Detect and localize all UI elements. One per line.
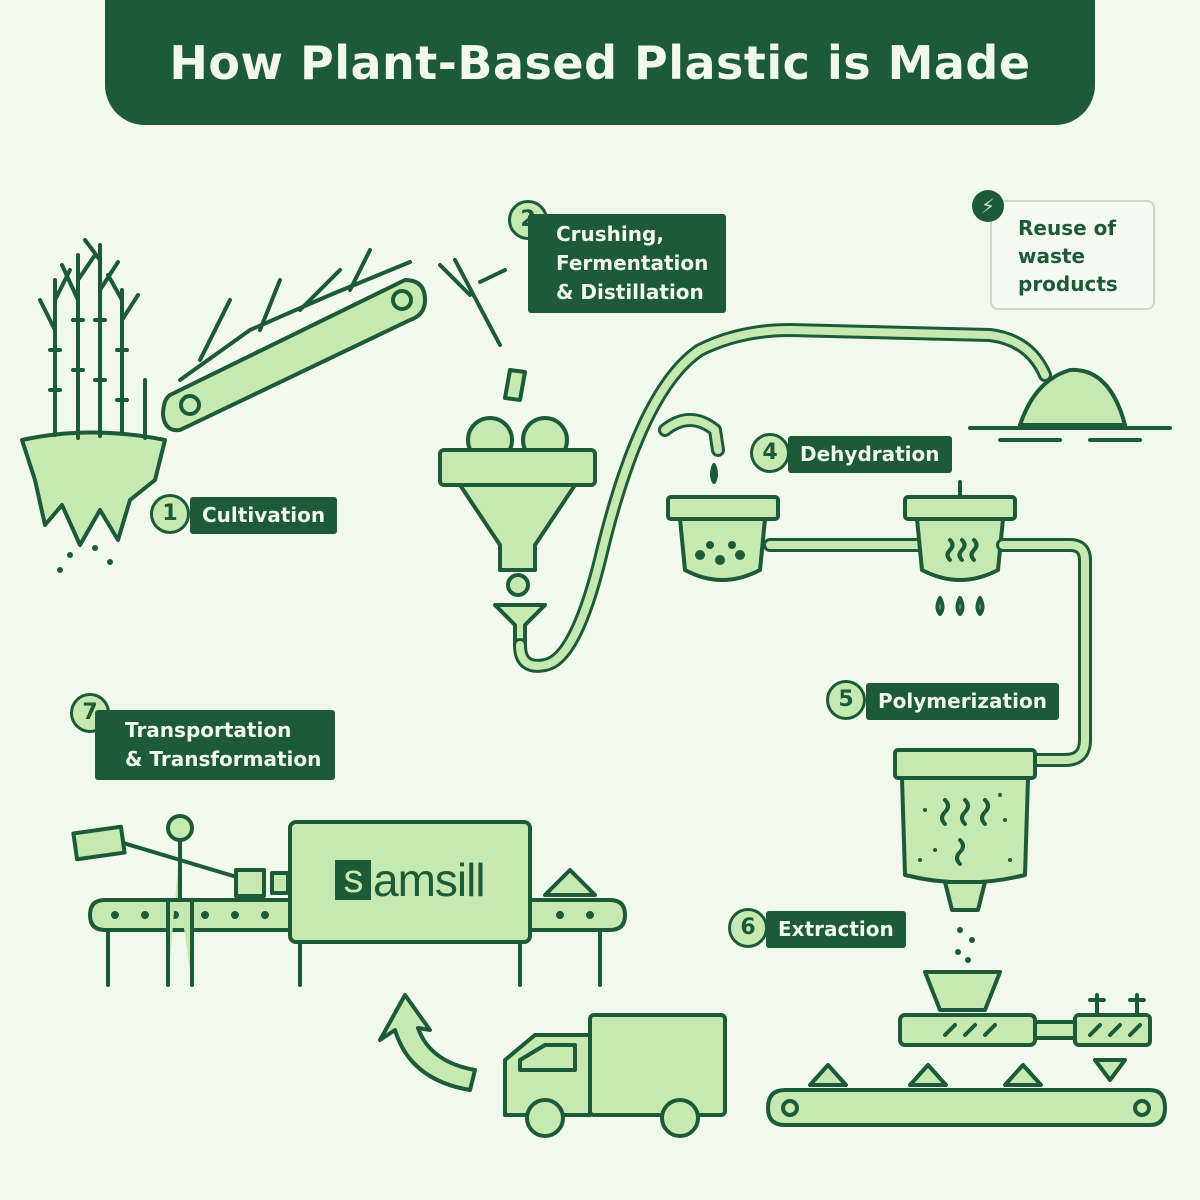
reuse-waste-box: Reuse of waste products: [990, 200, 1155, 310]
brand-logo-name: amsill: [373, 854, 486, 906]
step-4-number: 4: [750, 433, 790, 473]
step-2-label: Crushing, Fermentation & Distillation: [528, 214, 727, 313]
page-title: How Plant-Based Plastic is Made: [169, 35, 1031, 90]
extruder: [898, 970, 1152, 1082]
curved-arrow-icon: [378, 993, 477, 1092]
title-banner: How Plant-Based Plastic is Made: [105, 0, 1095, 125]
transformation-line: [71, 814, 627, 987]
waste-pile: [968, 367, 1172, 442]
brand-logo-letter: s: [335, 859, 371, 900]
step-7-label: Transportation & Transformation: [95, 710, 336, 780]
polymer-pipe: [996, 538, 1092, 767]
delivery-truck: [503, 1013, 727, 1138]
step-5-label: Polymerization: [866, 683, 1059, 720]
pellet-conveyor: [766, 1063, 1167, 1127]
polymerization-silo: [893, 748, 1037, 963]
sugarcane-field: [20, 238, 167, 573]
lightning-bolt-icon: ⚡: [972, 190, 1004, 222]
cane-conveyor: [161, 248, 527, 433]
dehydration-tanks: [666, 480, 1017, 616]
step-6-label: Extraction: [766, 911, 906, 948]
step-1-number: 1: [150, 494, 190, 534]
step-5-number: 5: [826, 680, 866, 720]
step-1-label: Cultivation: [190, 497, 338, 534]
step-6-number: 6: [728, 908, 768, 948]
step-4-label: Dehydration: [788, 436, 952, 473]
ethanol-pipe: [513, 323, 1052, 673]
crushing-machine: [438, 416, 597, 647]
